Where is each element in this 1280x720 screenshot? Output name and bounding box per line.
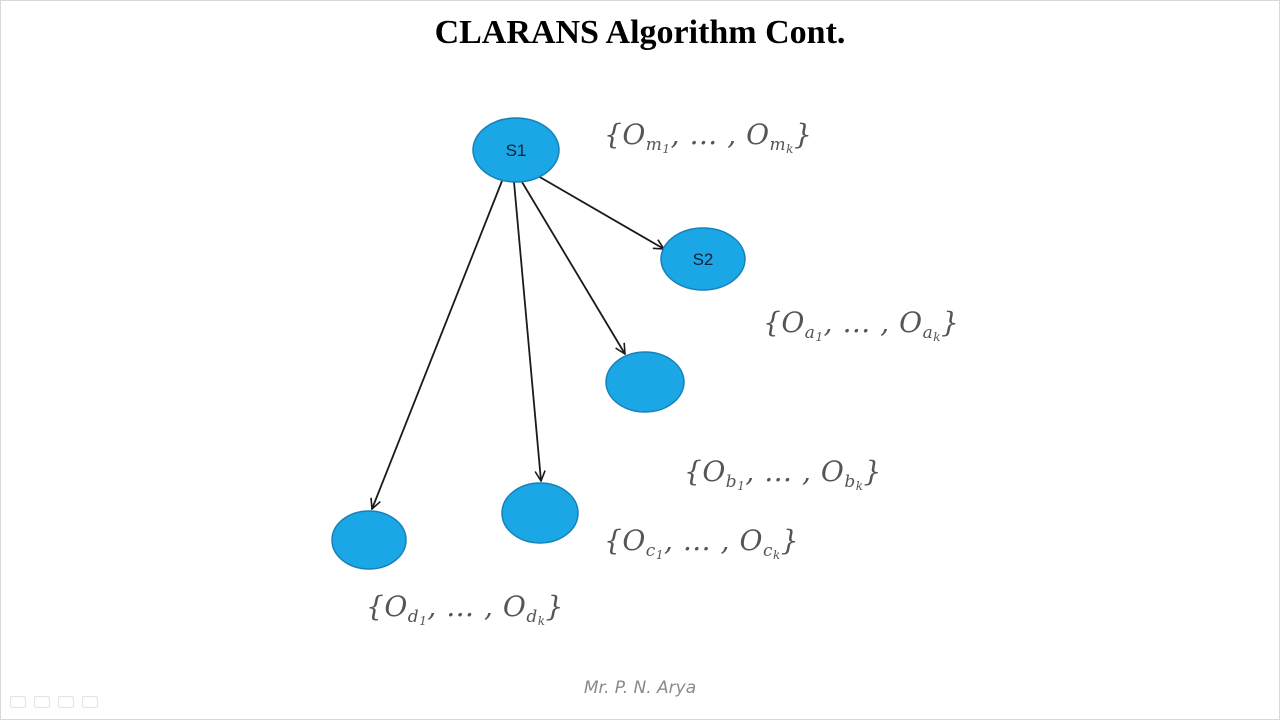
prev-slide-icon[interactable] — [10, 696, 26, 708]
set-label-m: {Om1, … , Omk} — [604, 118, 813, 156]
node-s2[interactable]: S2 — [660, 227, 746, 291]
edge-s1-node-d — [372, 180, 503, 509]
set-label-c: {Oc1, … , Ock} — [604, 524, 800, 562]
edge-s1-node-c — [513, 181, 541, 481]
edges — [372, 175, 664, 509]
set-label-a: {Oa1, … , Oak} — [763, 306, 960, 344]
node-c[interactable] — [501, 482, 579, 544]
node-d[interactable] — [331, 510, 407, 570]
pen-icon[interactable] — [34, 696, 50, 708]
edge-s1-s2 — [537, 175, 664, 249]
node-b[interactable] — [605, 351, 685, 413]
set-label-d: {Od1, … , Odk} — [366, 590, 564, 628]
edge-s1-node-b — [521, 181, 625, 354]
node-s1-label: S1 — [506, 141, 527, 160]
nodes: S1 S2 — [331, 117, 746, 570]
set-label-b: {Ob1, … , Obk} — [684, 455, 882, 493]
node-s2-label: S2 — [693, 250, 714, 269]
slides-icon[interactable] — [58, 696, 74, 708]
next-slide-icon[interactable] — [82, 696, 98, 708]
slideshow-toolbar — [10, 696, 98, 708]
footer-author: Mr. P. N. Arya — [583, 678, 697, 698]
node-s1[interactable]: S1 — [472, 117, 560, 183]
slide-title: CLARANS Algorithm Cont. — [434, 14, 846, 51]
